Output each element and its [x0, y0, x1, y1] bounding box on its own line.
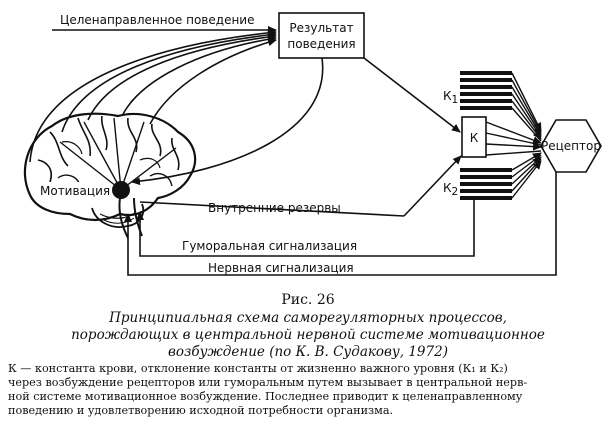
goal-behavior-label: Целенаправленное поведение [60, 13, 254, 27]
internal-reserves-arrow [403, 155, 462, 217]
figure-note-line-3: ной системе мотивационное возбуждение. П… [8, 390, 523, 403]
figure-title: Принципиальная схема саморегуляторных пр… [30, 310, 586, 361]
internal-reserves-line [139, 201, 405, 217]
figure-number: Рис. 26 [281, 292, 335, 308]
brain-illustration [23, 112, 197, 239]
k-box [461, 116, 487, 158]
figure-title-line-3: возбуждение (по К. В. Судакову, 1972) [168, 344, 448, 360]
result-label-line2: поведения [287, 37, 355, 51]
internal-reserves-label: Внутренние резервы [208, 201, 341, 215]
k2-label: К2 [443, 181, 458, 198]
figure-note: К — константа крови, отклонение констант… [8, 362, 612, 418]
figure-note-line-4: поведению и удовлетворению исходной потр… [8, 404, 394, 417]
result-feedback-line [131, 57, 324, 186]
figure-note-line-1: К — константа крови, отклонение констант… [8, 362, 508, 375]
goal-behavior-arrows [29, 28, 277, 163]
result-label-line1: Результат [289, 21, 353, 35]
receptor-label: Рецептор [541, 139, 601, 153]
k1-hatched-bars [460, 71, 512, 110]
k1-label: К1 [443, 89, 458, 106]
receptor-hexagon [540, 119, 602, 173]
figure-title-line-2: порождающих в центральной нервной систем… [71, 327, 545, 343]
radial-projections [59, 117, 177, 191]
k2-hatched-bars [460, 168, 512, 200]
motivation-label-group: Мотивация [36, 182, 110, 199]
figure-note-line-2: через возбуждение рецепторов или гуморал… [8, 376, 528, 389]
nervous-line [124, 172, 557, 276]
result-to-k-arrow [363, 57, 461, 133]
motivation-label: Мотивация [40, 184, 110, 198]
humoral-label: Гуморальная сигнализация [182, 239, 357, 253]
figure-title-line-1: Принципиальная схема саморегуляторных пр… [109, 310, 507, 326]
result-box [278, 12, 365, 59]
converging-lines [485, 72, 542, 199]
humoral-line [136, 196, 475, 257]
nervous-label: Нервная сигнализация [208, 261, 354, 275]
k-box-label: К [470, 131, 479, 145]
